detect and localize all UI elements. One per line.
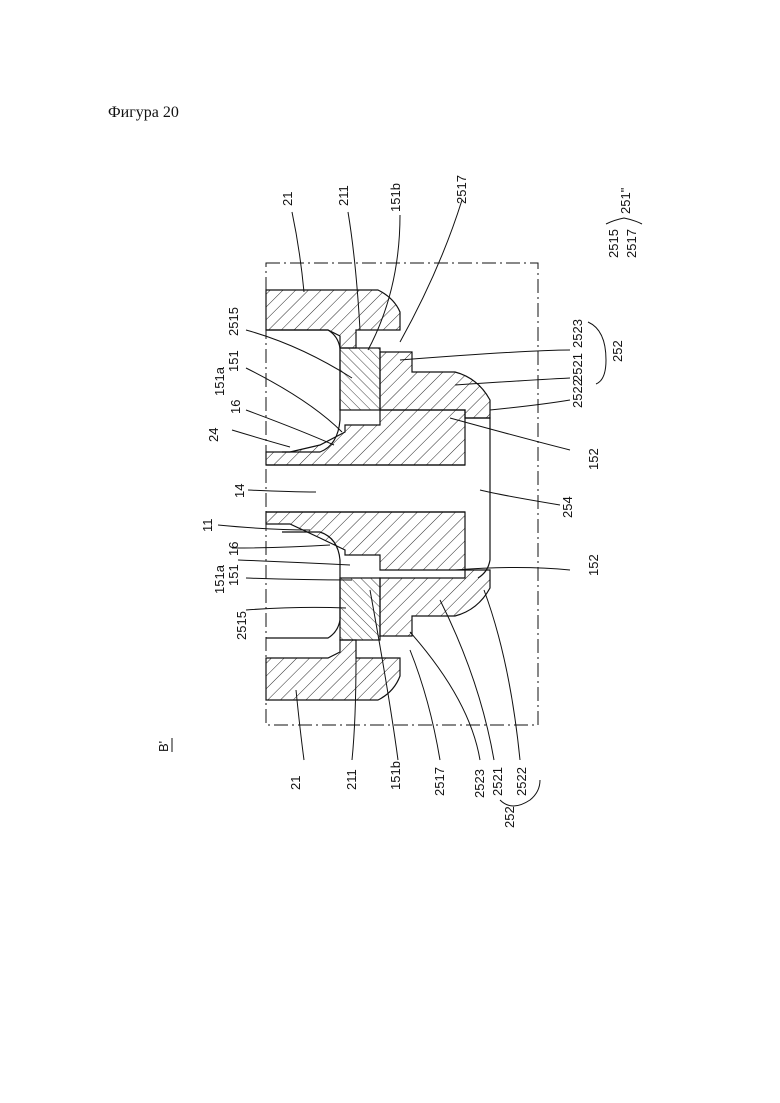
part-24 bbox=[266, 330, 340, 452]
label-211-top: 211 bbox=[336, 185, 351, 206]
part-21-lower bbox=[266, 640, 400, 700]
part-24-lower bbox=[266, 532, 340, 638]
part-2521-upper bbox=[380, 352, 490, 418]
label-2523-top: 2523 bbox=[570, 319, 585, 348]
legend-2515: 2515 bbox=[606, 229, 621, 258]
label-152-top: 152 bbox=[586, 448, 601, 470]
part-2515-lower bbox=[340, 578, 380, 640]
legend-2517: 2517 bbox=[624, 229, 639, 258]
brace-252-top bbox=[588, 322, 606, 384]
label-2515-top: 2515 bbox=[226, 307, 241, 336]
label-2517-bottom: 2517 bbox=[432, 767, 447, 796]
part-252-outline bbox=[465, 418, 490, 578]
part-11-lower bbox=[266, 512, 465, 570]
label-151-top: 151 bbox=[226, 350, 241, 372]
label-14: 14 bbox=[232, 484, 247, 498]
label-151b-top: 151b bbox=[388, 183, 403, 212]
label-252-top: 252 bbox=[610, 340, 625, 362]
part-2515-upper bbox=[340, 348, 380, 410]
part-2521-lower bbox=[380, 570, 490, 636]
label-2522-bottom: 2522 bbox=[514, 767, 529, 796]
label-2522-top: 2522 bbox=[570, 379, 585, 408]
label-151-bottom: 151 bbox=[226, 564, 241, 586]
part-21-upper bbox=[266, 290, 400, 348]
label-2515-bottom: 2515 bbox=[234, 611, 249, 640]
label-152-bottom: 152 bbox=[586, 554, 601, 576]
label-16-top: 16 bbox=[228, 400, 243, 414]
legend-251: 251" bbox=[618, 187, 633, 214]
label-151a-top: 151a bbox=[212, 366, 227, 396]
label-2521-bottom: 2521 bbox=[490, 767, 505, 796]
label-2521-top: 2521 bbox=[570, 353, 585, 382]
label-11: 11 bbox=[200, 519, 215, 533]
label-2523-bottom: 2523 bbox=[472, 769, 487, 798]
label-24: 24 bbox=[206, 428, 221, 442]
label-21-bottom: 21 bbox=[288, 776, 303, 790]
label-252-bottom: 252 bbox=[502, 806, 517, 828]
label-16-bottom: 16 bbox=[226, 542, 241, 556]
label-211-bottom: 211 bbox=[344, 769, 359, 790]
label-254: 254 bbox=[560, 496, 575, 518]
legend-brace bbox=[606, 218, 642, 224]
part-11-upper bbox=[266, 410, 465, 465]
label-151b-bottom: 151b bbox=[388, 761, 403, 790]
label-151a-bottom: 151a bbox=[212, 564, 227, 594]
label-21-top: 21 bbox=[280, 192, 295, 206]
label-2517-top: 2517 bbox=[454, 175, 469, 204]
section-mark: B' bbox=[156, 741, 171, 752]
